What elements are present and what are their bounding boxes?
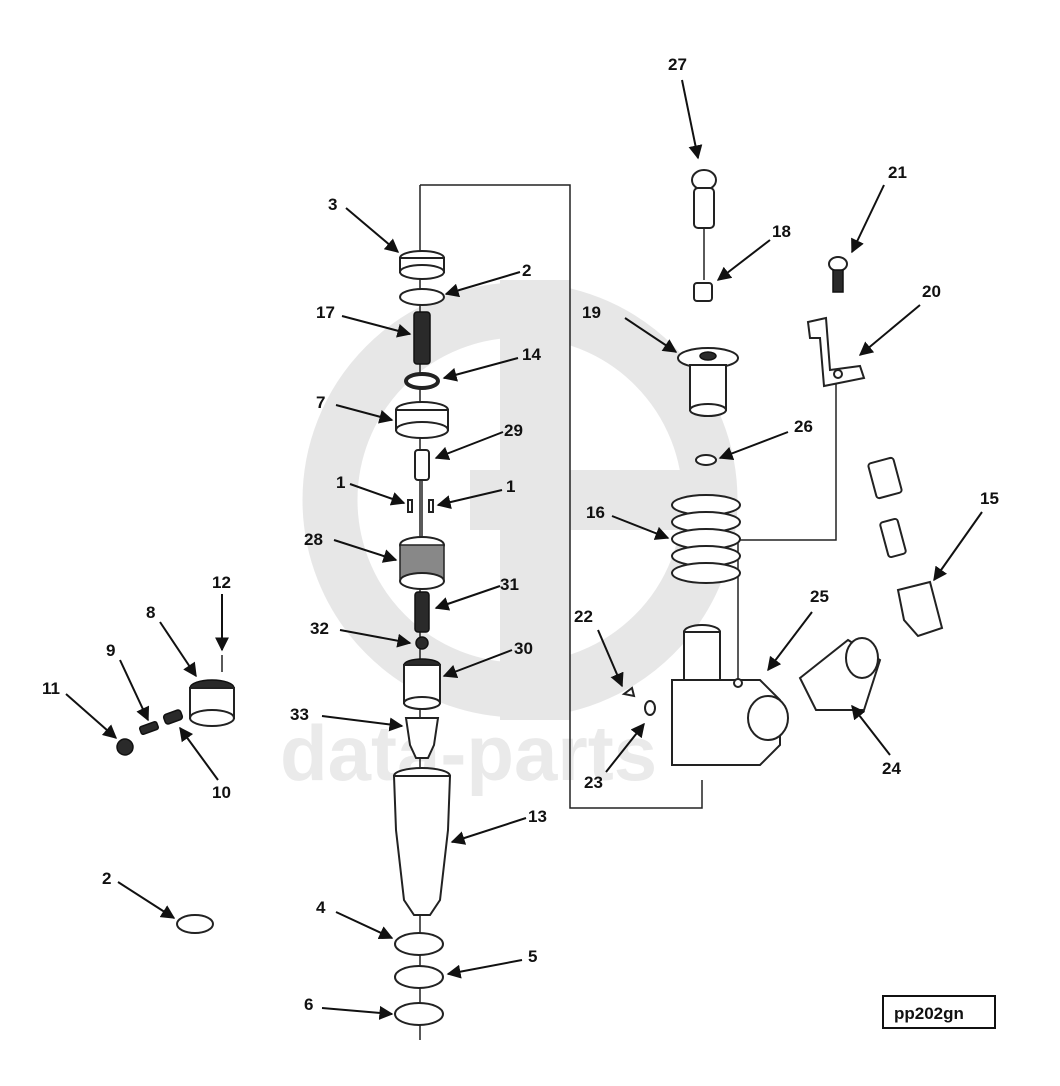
callout-labels: 27 18 21 20 19 26 16 15 25 24 22 23 3 2 … (42, 55, 999, 1014)
part-8-housing (189, 679, 235, 727)
reference-code-box: pp202gn (882, 995, 996, 1029)
part-33-nozzle-cone (404, 717, 440, 759)
part-4-oring (394, 932, 444, 956)
part-23-washer (644, 700, 656, 716)
part-7-sleeve (395, 401, 449, 439)
callout-20: 20 (922, 282, 941, 301)
callout-12: 12 (212, 573, 231, 592)
callout-21: 21 (888, 163, 907, 182)
callout-1-right: 1 (506, 477, 515, 496)
part-1-pin-left (407, 499, 413, 513)
part-27-valve-stem (691, 169, 717, 280)
part-25-tappet-body (671, 624, 789, 766)
part-5-oring (394, 965, 444, 989)
callout-7: 7 (316, 393, 325, 412)
part-16-spring (671, 494, 741, 584)
callout-23: 23 (584, 773, 603, 792)
leader-lines (65, 79, 983, 1020)
callout-33: 33 (290, 705, 309, 724)
callout-1-left: 1 (336, 473, 345, 492)
callout-10: 10 (212, 783, 231, 802)
part-3-retainer (399, 250, 445, 280)
watermark-text: data-parts (280, 709, 657, 797)
callout-11: 11 (42, 679, 60, 698)
callout-27: 27 (668, 55, 687, 74)
part-2-oring-loose (176, 914, 214, 934)
part-15-sensor (867, 456, 944, 638)
callout-17: 17 (316, 303, 335, 322)
callout-3: 3 (328, 195, 337, 214)
callout-30: 30 (514, 639, 533, 658)
assembly-outline-right (737, 380, 837, 680)
part-24-connector (798, 637, 882, 711)
part-31-spring (414, 591, 430, 633)
part-6-oring (394, 1002, 444, 1026)
callout-8: 8 (146, 603, 155, 622)
callout-5: 5 (528, 947, 537, 966)
callout-28: 28 (304, 530, 323, 549)
callout-15: 15 (980, 489, 999, 508)
callout-14: 14 (522, 345, 541, 364)
part-13-injector-body (392, 767, 452, 916)
callout-29: 29 (504, 421, 523, 440)
callout-16: 16 (586, 503, 605, 522)
callout-2-lower: 2 (102, 869, 111, 888)
part-29-plunger (414, 449, 430, 481)
callout-2-upper: 2 (522, 261, 531, 280)
callout-18: 18 (772, 222, 791, 241)
part-10-screw (162, 709, 184, 725)
part-20-bracket (806, 316, 866, 388)
callout-9: 9 (106, 641, 115, 660)
part-30-valve (403, 658, 441, 710)
part-11-nut (116, 738, 134, 756)
part-32-ball (415, 636, 429, 650)
part-2-oring (399, 288, 445, 306)
part-19-spring-seat (677, 347, 739, 417)
part-22-clip (621, 686, 636, 698)
reference-code: pp202gn (894, 1004, 964, 1023)
callout-32: 32 (310, 619, 329, 638)
part-26-oring (695, 454, 717, 466)
callout-13: 13 (528, 807, 547, 826)
callout-6: 6 (304, 995, 313, 1014)
part-21-bolt (828, 256, 848, 293)
callout-24: 24 (882, 759, 901, 778)
part-9-spring (138, 720, 160, 736)
callout-31: 31 (500, 575, 519, 594)
part-17-spring (413, 311, 431, 365)
callout-22: 22 (574, 607, 593, 626)
callout-25: 25 (810, 587, 829, 606)
part-1-pin-right (428, 499, 434, 513)
callout-26: 26 (794, 417, 813, 436)
part-28-body (399, 536, 445, 590)
callout-19: 19 (582, 303, 601, 322)
part-14-oring (404, 372, 440, 390)
callout-4: 4 (316, 898, 326, 917)
part-18-collet (693, 282, 713, 302)
